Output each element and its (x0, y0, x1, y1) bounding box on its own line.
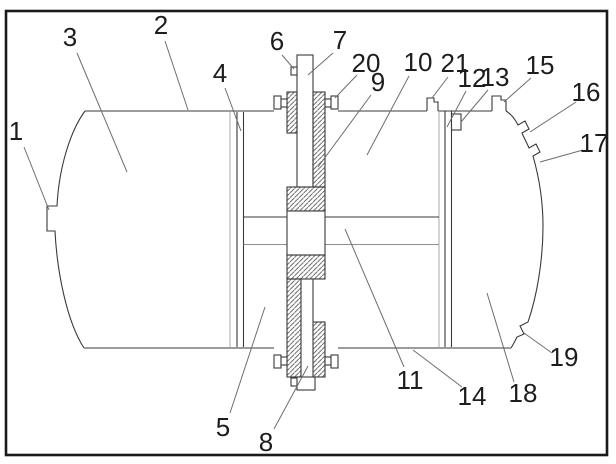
leader-line-14 (412, 349, 463, 388)
leader-line-10 (366, 75, 410, 156)
bottom-right-bolt-nut (330, 354, 339, 369)
pipe-notch-6 (290, 66, 298, 76)
part-label-10: 10 (404, 47, 433, 77)
leader-line-17 (539, 149, 584, 163)
leader-line-15 (503, 77, 532, 103)
part-label-15: 15 (526, 50, 555, 80)
leader-line-9 (317, 94, 372, 168)
leader-line-1 (23, 146, 50, 211)
lower-left-plate (286, 278, 302, 378)
part-label-7: 7 (333, 25, 347, 55)
part-label-8: 8 (259, 427, 273, 457)
part-label-21: 21 (441, 48, 470, 78)
leader-line-6 (281, 54, 295, 70)
top-right-bolt-nut-20 (330, 95, 339, 110)
part-label-17: 17 (580, 128, 609, 158)
leader-line-4 (224, 87, 242, 132)
bottom-right-bolt-shank (324, 356, 332, 366)
lower-right-gland-flange (312, 321, 326, 378)
leader-line-21 (431, 76, 449, 99)
part-label-5: 5 (216, 412, 230, 442)
leader-line-19 (523, 332, 553, 354)
bottom-left-bolt-nut (273, 354, 282, 369)
bottom-left-bolt-shank (280, 356, 288, 366)
left-dome-outline (46, 110, 86, 349)
top-pipe-7 (296, 54, 314, 188)
part-label-3: 3 (63, 22, 77, 52)
top-left-bolt-shank (280, 98, 288, 108)
hub-bore-housing (286, 210, 326, 256)
leader-line-12 (446, 90, 467, 128)
top-left-gland-flange (286, 91, 298, 134)
part-label-6: 6 (270, 26, 284, 56)
part-label-20: 20 (352, 48, 381, 78)
leader-line-11 (344, 228, 405, 368)
leader-line-20 (334, 74, 358, 99)
part-label-19: 19 (550, 342, 579, 372)
bottom-pipe-8 (296, 376, 316, 391)
upper-hub-block (286, 186, 326, 212)
part-label-11: 11 (397, 365, 424, 395)
top-lug-21 (426, 97, 439, 111)
right-dome-outline (505, 110, 544, 349)
part-label-2: 2 (154, 10, 168, 40)
top-lug-15 (491, 95, 507, 111)
part-label-9: 9 (371, 67, 385, 97)
part-label-18: 18 (509, 378, 538, 408)
part-label-13: 13 (481, 62, 510, 92)
leader-line-7 (307, 52, 334, 76)
bottom-pipe-notch (290, 377, 298, 387)
lower-hub-block (286, 254, 326, 280)
part-label-4: 4 (213, 58, 227, 88)
leader-line-18 (486, 292, 515, 383)
top-right-bolt-shank (324, 98, 332, 108)
leader-line-16 (529, 101, 577, 133)
leader-line-3 (76, 52, 128, 173)
part-label-16: 16 (572, 77, 601, 107)
leader-line-5 (229, 306, 266, 414)
part-label-12: 12 (458, 63, 487, 93)
part-label-14: 14 (458, 381, 487, 411)
leader-line-2 (164, 40, 189, 111)
top-left-bolt-nut (273, 95, 282, 110)
part-label-1: 1 (9, 116, 23, 146)
leader-line-8 (273, 365, 309, 430)
leader-line-13 (460, 89, 489, 123)
figure-frame (4, 9, 609, 457)
leader-lines-group (23, 40, 584, 430)
top-right-plate-9 (312, 91, 326, 188)
